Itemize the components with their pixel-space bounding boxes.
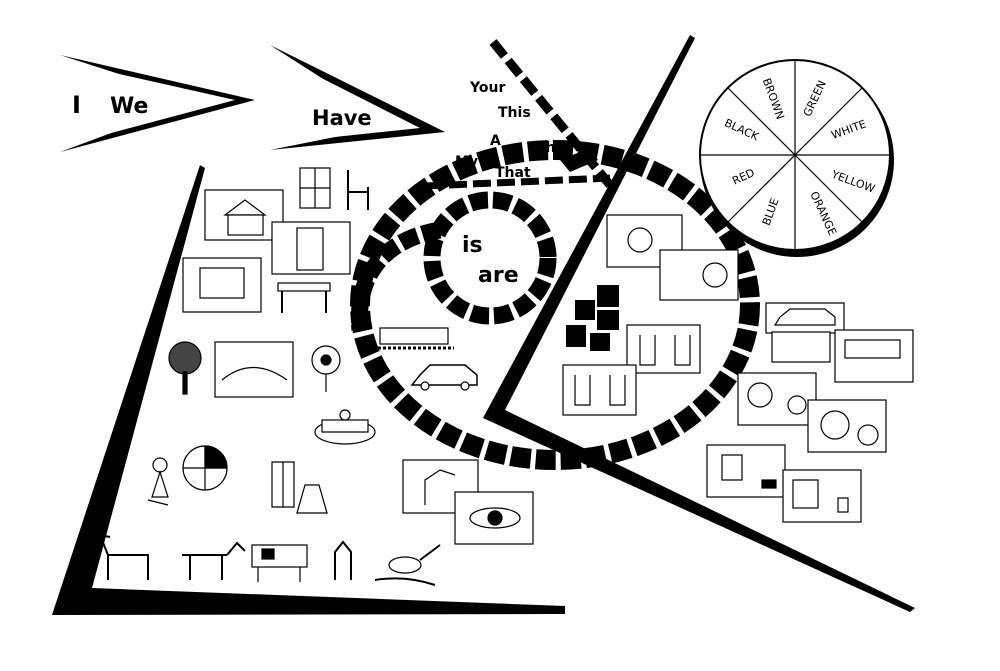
picture-aprons-2	[562, 364, 637, 416]
picture-dress	[296, 484, 328, 514]
word-that: That	[495, 165, 531, 181]
color-wheel: BROWN GREEN WHITE YELLOW ORANGE BLUE RED…	[699, 59, 894, 257]
picture-train	[378, 327, 454, 350]
word-are: are	[478, 263, 519, 288]
word-i: I	[72, 91, 81, 119]
verb-ring	[423, 191, 557, 325]
picture-bird	[374, 544, 441, 586]
picture-table	[277, 282, 331, 313]
picture-cat	[334, 540, 352, 580]
picture-boys-faces-1	[737, 372, 817, 426]
picture-sad-face	[659, 249, 739, 301]
word-have: Have	[312, 106, 372, 130]
picture-tree	[168, 341, 202, 395]
picture-window	[299, 167, 331, 209]
picture-doll	[147, 457, 169, 506]
picture-horse	[98, 533, 149, 580]
noun-pictures	[98, 167, 914, 586]
picture-cake	[314, 409, 376, 445]
picture-aprons-1	[626, 324, 701, 374]
picture-cars-2	[771, 329, 914, 383]
picture-car-1	[765, 302, 845, 334]
block-cluster	[566, 285, 619, 351]
pennant-subjects: I We	[60, 55, 255, 152]
picture-boys-faces-2	[807, 399, 887, 453]
picture-room	[182, 257, 262, 313]
verb-ring-connector	[350, 221, 442, 331]
picture-flower	[311, 345, 341, 392]
word-this: This	[498, 105, 531, 121]
picture-door	[271, 221, 351, 275]
dashed-path-horizontal	[424, 174, 611, 190]
picture-chair	[347, 170, 369, 210]
picture-car	[410, 364, 478, 391]
picture-boy	[606, 214, 683, 268]
word-is: is	[462, 233, 483, 258]
word-a: A	[490, 133, 501, 149]
picture-ball	[182, 445, 228, 491]
picture-eye	[454, 491, 534, 545]
picture-garden	[214, 341, 294, 398]
picture-coat	[271, 461, 295, 508]
pennant-verb: Have	[270, 45, 445, 150]
picture-cow	[251, 544, 308, 582]
picture-boxes-2	[782, 469, 862, 523]
picture-boxes-1	[706, 444, 786, 498]
picture-dog	[182, 541, 246, 580]
word-we: We	[110, 94, 148, 119]
picture-house	[204, 189, 284, 241]
word-your: Your	[469, 80, 505, 96]
